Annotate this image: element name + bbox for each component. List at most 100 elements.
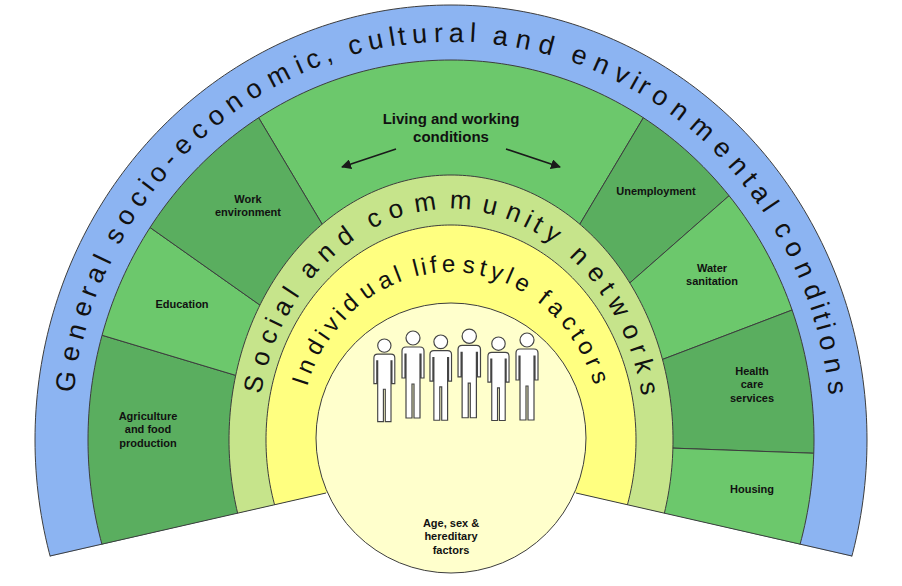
curved-letter: o — [617, 319, 647, 343]
curved-letter: s — [100, 223, 130, 248]
curved-letter: a — [267, 294, 297, 319]
curved-letter: a — [492, 22, 511, 51]
curved-letter: a — [449, 19, 464, 46]
community-band: Social and community networksIndividual … — [229, 175, 673, 586]
curved-letter: e — [511, 269, 534, 296]
curved-letter: u — [411, 20, 428, 48]
curved-letter: m — [262, 58, 294, 92]
curved-band-label: General socio-economic, cultural and env… — [35, 5, 867, 586]
curved-letter: a — [294, 255, 323, 283]
curved-letter: i — [419, 254, 429, 279]
segment-label: Housing — [712, 483, 792, 496]
curved-letter: y — [541, 218, 566, 247]
curved-letter: r — [75, 282, 103, 300]
curved-band-label: Individual lifestyle factors — [266, 225, 636, 564]
curved-letter: u — [366, 26, 386, 55]
curved-letter: o — [384, 195, 406, 224]
segment-label: Health care services — [725, 365, 780, 405]
curved-letter: n — [502, 197, 525, 226]
band-base-edge — [576, 493, 852, 556]
curved-letter: t — [397, 22, 408, 50]
curved-letter: n — [819, 355, 848, 375]
circle-shape — [316, 303, 586, 573]
curved-letter: n — [665, 95, 693, 126]
curved-letter: n — [566, 241, 595, 270]
core-circle: Age, sex & hereditary factors — [316, 303, 586, 573]
shape-group — [316, 303, 586, 573]
curved-letter: e — [68, 298, 98, 321]
segment-label: Unemployment — [606, 185, 706, 198]
curved-letter: c — [253, 326, 282, 348]
curved-letter: m — [412, 188, 437, 217]
curved-letter: l — [469, 20, 477, 47]
curved-letter: n — [220, 87, 248, 118]
curved-letter: o — [647, 82, 674, 113]
person-figure — [488, 337, 509, 421]
curved-letter: s — [822, 379, 850, 396]
curved-letter: s — [461, 252, 476, 277]
curved-letter: u — [481, 190, 501, 219]
shape-group — [229, 175, 673, 586]
curved-letter: d — [330, 221, 357, 251]
shape-group — [35, 5, 867, 586]
person-figure — [516, 333, 538, 420]
band-base-edge — [50, 493, 326, 556]
curved-letter: c — [362, 203, 385, 232]
curved-letter: u — [354, 277, 379, 304]
curved-letter: n — [589, 49, 614, 80]
segment-label: Age, sex & hereditary factors — [415, 517, 487, 557]
curved-letter: m — [449, 187, 472, 214]
curved-letter: k — [630, 357, 659, 376]
curved-letter: a — [80, 262, 111, 286]
outer-band: General socio-economic, cultural and env… — [35, 5, 867, 586]
curved-letter: r — [582, 354, 607, 371]
curved-letter: o — [814, 332, 844, 353]
curved-letter: n — [292, 355, 319, 377]
segment-label: Work environment — [208, 193, 288, 219]
segment-label: Education — [142, 298, 222, 311]
person-figure — [402, 331, 424, 418]
curved-letter: n — [789, 257, 820, 282]
curved-letter: o — [246, 347, 275, 368]
curved-letter: n — [514, 25, 534, 54]
curved-letter: G — [51, 369, 81, 394]
curved-letter: d — [798, 280, 829, 304]
segment-label: Water sanitation — [677, 262, 747, 288]
curved-letter: e — [442, 252, 456, 276]
curved-letter: c — [344, 31, 364, 61]
curved-letter: s — [587, 367, 614, 386]
segment-label: Living and working conditions — [361, 110, 541, 146]
curved-letter: r — [433, 20, 443, 47]
curved-letter: S — [239, 373, 268, 395]
person-figure — [374, 339, 395, 422]
curved-letter: w — [603, 291, 635, 320]
band-shape — [35, 5, 867, 586]
curved-letter: s — [635, 379, 663, 397]
curved-letter: e — [56, 344, 85, 364]
direction-arrow — [342, 149, 396, 167]
curved-letter: t — [477, 255, 489, 280]
curved-letter: c — [769, 217, 799, 242]
curved-letter: o — [111, 203, 142, 230]
lifestyle-band: Individual lifestyle factorsAge, sex & h… — [266, 225, 636, 564]
curved-letter: o — [240, 74, 267, 105]
curved-letter: m — [684, 111, 719, 146]
curved-letter: o — [779, 236, 810, 262]
person-figure — [430, 335, 452, 420]
curved-letter: d — [536, 30, 557, 60]
people-group — [374, 329, 538, 422]
curved-letter: e — [568, 41, 591, 72]
direction-arrow — [506, 149, 560, 167]
curved-letter: n — [311, 237, 339, 266]
person-figure — [458, 329, 480, 418]
curved-letter: l — [387, 24, 397, 52]
curved-letter: f — [429, 253, 439, 278]
curved-letter: I — [288, 374, 313, 388]
curved-letter: r — [625, 341, 652, 358]
segment-label: Agriculture and food production — [108, 410, 188, 450]
band-shape — [229, 175, 673, 586]
curved-letter — [479, 21, 489, 49]
